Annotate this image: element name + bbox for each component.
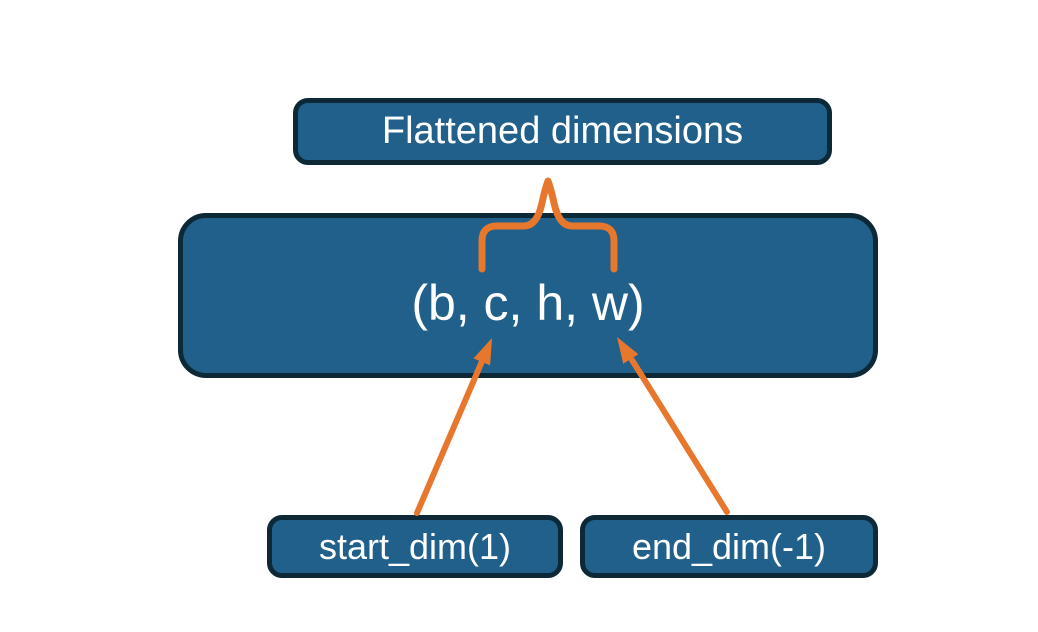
node-start-dim: start_dim(1) (267, 515, 563, 578)
end-dim-label: end_dim(-1) (631, 525, 827, 567)
node-flattened-dimensions: Flattened dimensions (293, 98, 832, 165)
node-tensor-shape: (b, c, h, w) (178, 213, 878, 378)
start-dim-label: start_dim(1) (318, 525, 512, 567)
flattened-dimensions-label: Flattened dimensions (381, 110, 744, 152)
tensor-shape-label: (b, c, h, w) (411, 274, 645, 331)
node-end-dim: end_dim(-1) (580, 515, 878, 578)
